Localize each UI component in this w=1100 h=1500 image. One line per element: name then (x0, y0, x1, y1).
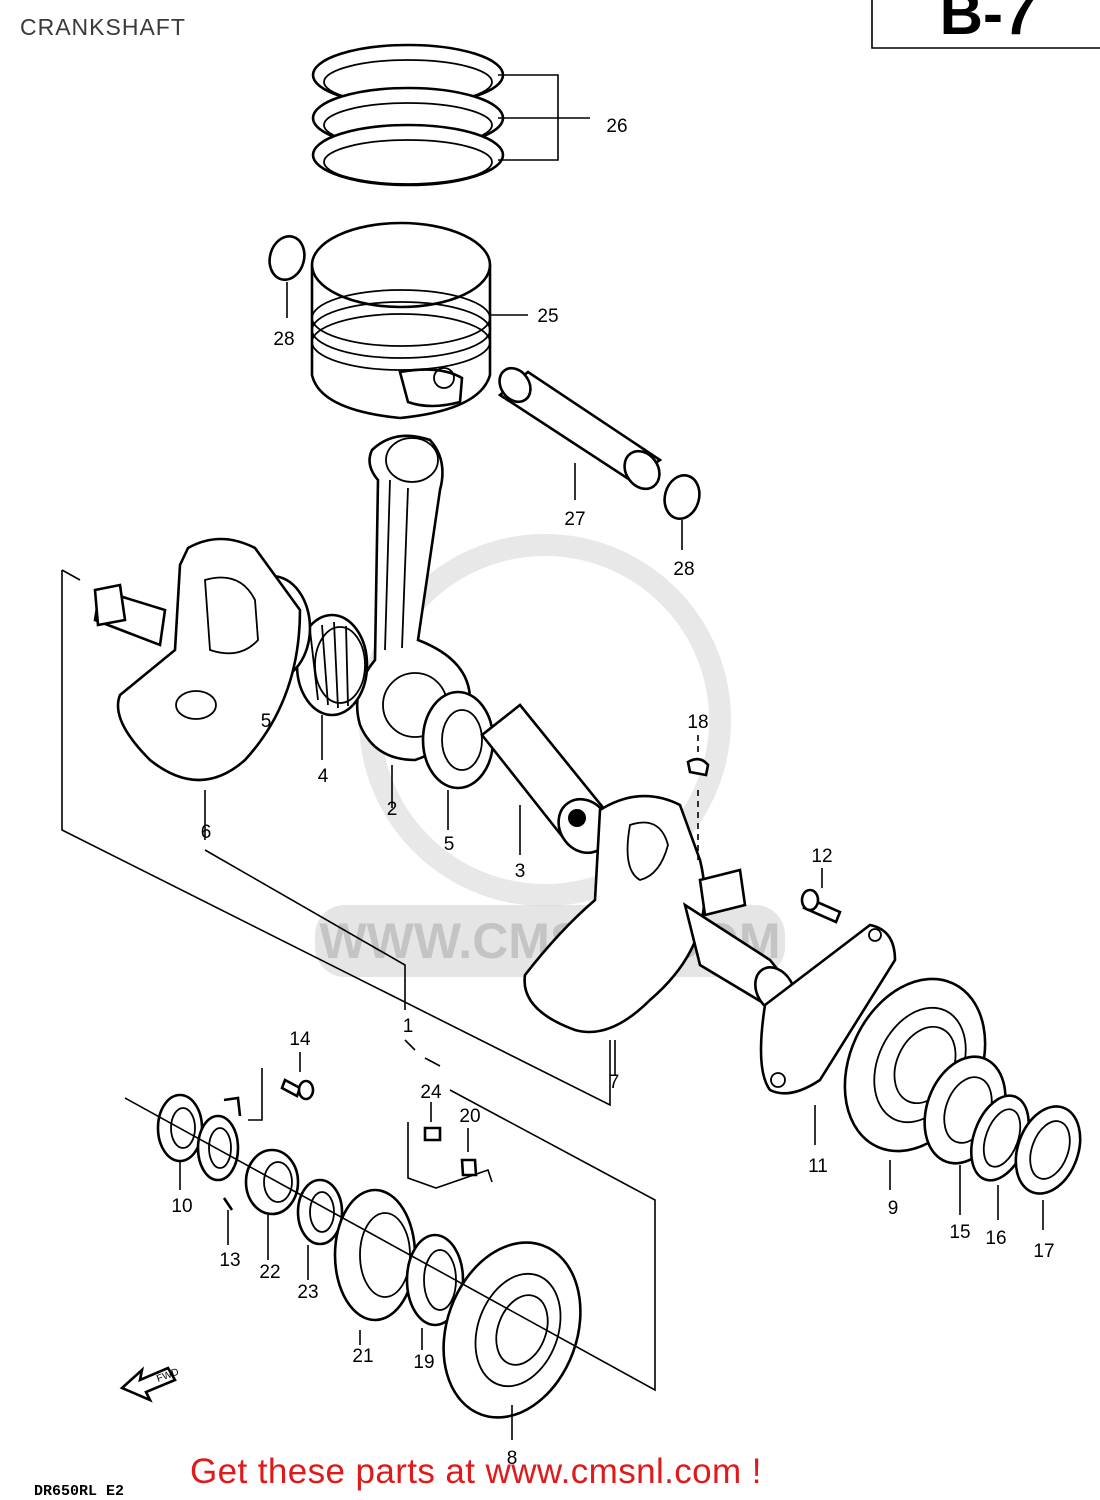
corner-tag: B-7 (940, 0, 1037, 47)
callout-16: 16 (985, 1228, 1006, 1249)
balancer-drive-gear (333, 1188, 417, 1345)
callout-11: 11 (808, 1156, 828, 1177)
bearing-retainer-screw (800, 868, 842, 924)
piston-pin-circlip-right (663, 473, 701, 550)
callout-22: 22 (259, 1262, 280, 1283)
oil-seal (156, 1093, 204, 1190)
spacer-22 (244, 1148, 300, 1260)
callout-4: 4 (318, 766, 329, 787)
piston-rings (311, 43, 590, 187)
callout-14: 14 (289, 1029, 311, 1050)
callout-2: 2 (387, 799, 398, 820)
callout-27: 27 (564, 509, 585, 530)
callout-17: 17 (1033, 1241, 1054, 1262)
callout-24: 24 (420, 1082, 442, 1103)
thrust-washer-right (421, 690, 495, 830)
callout-25: 25 (537, 306, 558, 327)
callout-21: 21 (352, 1346, 373, 1367)
woodruff-key (686, 735, 710, 860)
callout-10: 10 (171, 1196, 192, 1217)
callout-15: 15 (949, 1222, 970, 1243)
bearing-retainer-plate (759, 923, 897, 1145)
callout-13: 13 (219, 1250, 240, 1271)
callout-8: 8 (507, 1448, 518, 1469)
retainer-screw (248, 1052, 315, 1121)
callout-6: 6 (201, 822, 212, 843)
footer-link[interactable]: Get these parts at www.cmsnl.com ! (190, 1452, 762, 1491)
callout-26: 26 (606, 116, 627, 137)
callout-5-left: 5 (261, 711, 272, 732)
piston-pin-circlip-left (268, 234, 306, 318)
corner-tag-box: B-7 (871, 0, 1100, 49)
callout-3: 3 (515, 861, 526, 882)
callout-5-right: 5 (444, 834, 455, 855)
callout-23: 23 (297, 1282, 318, 1303)
callout-7: 7 (609, 1072, 620, 1093)
gear-bushing-19 (405, 1233, 465, 1350)
callout-12: 12 (811, 846, 832, 867)
model-code: DR650RL E2 (34, 1483, 125, 1500)
crankshaft-right-half (523, 794, 796, 1075)
callout-1: 1 (403, 1016, 414, 1037)
crankshaft-nut-right (1014, 1105, 1082, 1230)
crankpin-bearing (295, 613, 369, 760)
piston-pin (497, 366, 663, 500)
washer-23 (296, 1178, 344, 1280)
assembly-bracket (61, 569, 611, 1107)
callout-20: 20 (459, 1106, 480, 1127)
callout-19: 19 (413, 1352, 434, 1373)
crankshaft-bearing-left (442, 1241, 582, 1440)
callout-28-right: 28 (673, 559, 694, 580)
key-20 (460, 1128, 478, 1177)
oil-seal-retainer (196, 1096, 242, 1245)
callout-9: 9 (888, 1198, 899, 1219)
page-title: CRANKSHAFT (20, 14, 186, 40)
front-direction-arrow: FWD (119, 1366, 180, 1403)
callout-labels: 26 25 28 27 28 5 4 18 2 5 6 3 12 1 14 7 … (171, 116, 1054, 1469)
lower-bracket (124, 1089, 656, 1392)
key-24 (423, 1102, 442, 1142)
piston (310, 221, 528, 420)
callout-28-left: 28 (273, 329, 294, 350)
crankshaft-left-half (93, 537, 302, 840)
callout-18: 18 (687, 712, 708, 733)
gear-washer (970, 1094, 1030, 1220)
connecting-rod (355, 434, 472, 808)
